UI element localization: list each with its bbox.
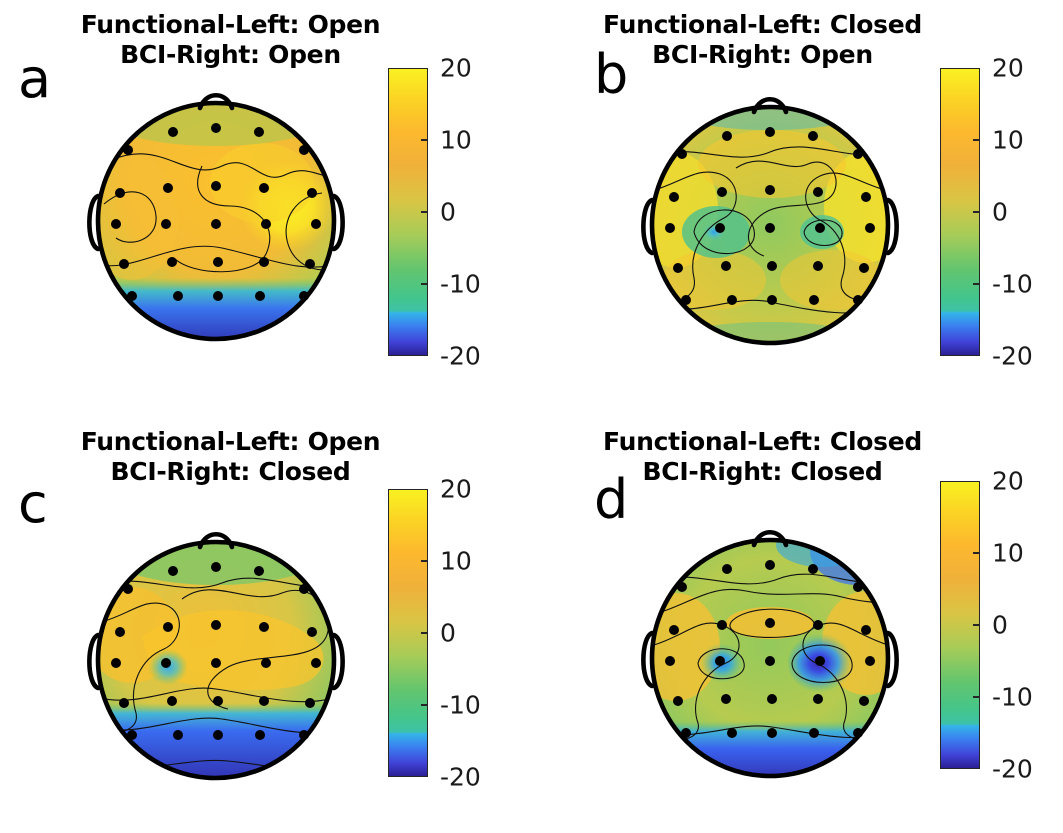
panel-d-title-line1: Functional-Left: Closed	[603, 427, 922, 456]
panel-a-electrodes	[111, 123, 321, 301]
panel-a-head-outline	[87, 92, 345, 342]
colorbar-tick-label: -20	[992, 341, 1033, 371]
panel-c-letter: c	[18, 472, 48, 535]
panel-b-letter: b	[594, 43, 629, 106]
panel-b-title: Functional-Left: Closed BCI-Right: Open	[532, 10, 1063, 70]
panel-a-colorbar-labels: 20 10 0 -10 -20	[440, 56, 506, 369]
colorbar-tick-label: 0	[992, 197, 1008, 227]
panel-a-topoplot-svg	[87, 92, 345, 342]
panel-d-colorbar-labels: 20 10 0 -10 -20	[992, 469, 1058, 782]
panel-c-title: Functional-Left: Open BCI-Right: Closed	[0, 427, 531, 487]
panel-d: Functional-Left: Closed BCI-Right: Close…	[532, 417, 1063, 833]
panel-b-colorbar: 20 10 0 -10 -20	[940, 56, 1060, 369]
panel-b-electrodes	[665, 127, 875, 305]
panel-c-electrodes	[111, 562, 321, 740]
panel-c-title-line2: BCI-Right: Closed	[110, 457, 351, 486]
colorbar-tick-label: -20	[992, 754, 1033, 784]
colorbar-tick	[421, 560, 428, 562]
colorbar-tick	[421, 704, 428, 706]
panel-c-title-line1: Functional-Left: Open	[80, 427, 381, 456]
panel-b-colorbar-gradient	[941, 69, 979, 355]
colorbar-tick-label: 20	[440, 53, 472, 83]
colorbar-tick	[973, 552, 980, 554]
panel-a-title-line1: Functional-Left: Open	[80, 10, 381, 39]
panel-b-title-line2: BCI-Right: Open	[652, 40, 873, 69]
colorbar-tick	[973, 624, 980, 626]
colorbar-tick-label: 10	[992, 125, 1024, 155]
colorbar-tick-label: 0	[992, 610, 1008, 640]
colorbar-tick-label: 20	[992, 53, 1024, 83]
colorbar-tick-label: 20	[992, 466, 1024, 496]
colorbar-tick	[421, 139, 428, 141]
panel-c-head-outline	[87, 531, 345, 781]
panel-a-colorbar-gradient	[389, 69, 427, 355]
colorbar-tick-label: 10	[992, 538, 1024, 568]
panel-b-colorbar-ticks	[973, 68, 988, 356]
panel-b-colorbar-labels: 20 10 0 -10 -20	[992, 56, 1058, 369]
panel-d-letter: d	[594, 468, 629, 531]
panel-c-colorbar-gradient	[389, 490, 427, 776]
panel-c-colorbar-bar	[388, 489, 428, 777]
panel-d-colorbar-gradient	[941, 482, 979, 768]
panel-a-topoplot	[82, 88, 350, 350]
panel-b-head-outline	[641, 96, 899, 346]
colorbar-tick	[973, 139, 980, 141]
colorbar-tick-label: -10	[440, 690, 481, 720]
panel-d-colorbar: 20 10 0 -10 -20	[940, 469, 1060, 782]
panel-c-topoplot-svg	[87, 531, 345, 781]
panel-c-scalp-field	[98, 542, 334, 778]
panel-a-colorbar-ticks	[421, 68, 436, 356]
colorbar-tick-label: -10	[992, 269, 1033, 299]
panel-d-scalp-field	[652, 540, 888, 776]
colorbar-tick-label: -10	[440, 269, 481, 299]
colorbar-tick	[973, 211, 980, 213]
colorbar-tick-label: 20	[440, 474, 472, 504]
panel-d-topoplot-svg	[641, 529, 899, 779]
colorbar-tick	[421, 211, 428, 213]
panel-c-colorbar-ticks	[421, 489, 436, 777]
panel-b-topoplot	[636, 92, 904, 354]
panel-d-electrodes	[665, 560, 875, 738]
colorbar-tick	[973, 283, 980, 285]
panel-b: Functional-Left: Closed BCI-Right: Open …	[532, 0, 1063, 416]
panel-d-colorbar-ticks	[973, 481, 988, 769]
colorbar-tick-label: -20	[440, 762, 481, 792]
colorbar-tick	[973, 696, 980, 698]
panel-d-head-outline	[641, 529, 899, 779]
panel-a: Functional-Left: Open BCI-Right: Open a	[0, 0, 531, 416]
panel-d-title: Functional-Left: Closed BCI-Right: Close…	[532, 427, 1063, 487]
colorbar-tick-label: -10	[992, 682, 1033, 712]
panel-c-colorbar-labels: 20 10 0 -10 -20	[440, 477, 506, 790]
panel-c-topoplot	[82, 527, 350, 789]
colorbar-tick	[421, 632, 428, 634]
panel-d-title-line2: BCI-Right: Closed	[642, 457, 883, 486]
colorbar-tick-label: 10	[440, 546, 472, 576]
panel-a-title: Functional-Left: Open BCI-Right: Open	[0, 10, 531, 70]
panel-c-colorbar: 20 10 0 -10 -20	[388, 477, 508, 790]
colorbar-tick-label: 0	[440, 197, 456, 227]
colorbar-tick-label: 0	[440, 618, 456, 648]
colorbar-tick-label: 10	[440, 125, 472, 155]
panel-c: Functional-Left: Open BCI-Right: Closed …	[0, 417, 531, 833]
panel-a-letter: a	[18, 47, 52, 110]
panel-b-topoplot-svg	[641, 96, 899, 346]
panel-b-title-line1: Functional-Left: Closed	[603, 10, 922, 39]
colorbar-tick	[421, 283, 428, 285]
panel-d-topoplot	[636, 525, 904, 787]
panel-a-colorbar: 20 10 0 -10 -20	[388, 56, 508, 369]
panel-a-title-line2: BCI-Right: Open	[120, 40, 341, 69]
colorbar-tick-label: -20	[440, 341, 481, 371]
